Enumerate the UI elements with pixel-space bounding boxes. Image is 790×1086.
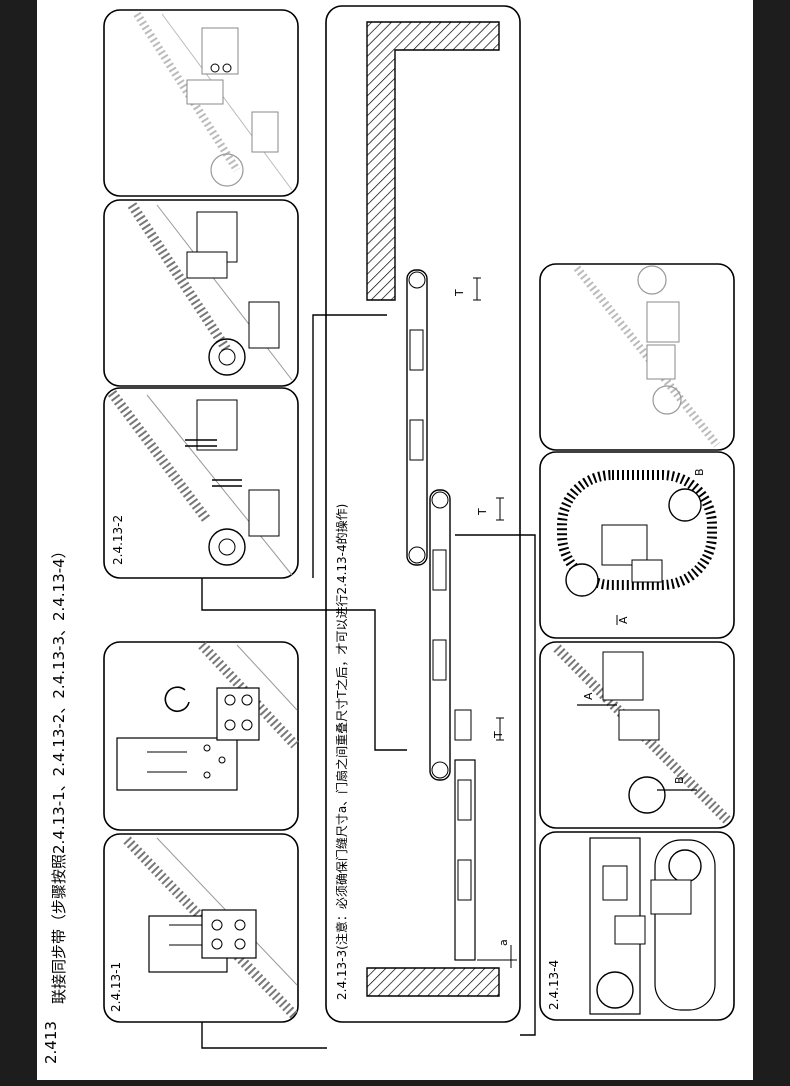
connector-lines [201, 314, 536, 1049]
step-label-2-4-13-4: 2.4.13-4 [547, 959, 561, 1010]
connector-s1 [201, 1022, 327, 1049]
connector-s4 [455, 534, 536, 1036]
step-2-4-13-2b-panel [103, 199, 299, 387]
section-a-b-lower-panel [539, 641, 735, 829]
installation-drawing [103, 5, 735, 1049]
manual-page: 2.413 联接同步带（步骤按照2.4.13-1、2.4.13-2、2.4.13… [37, 0, 753, 1080]
step-label-2-4-13-2: 2.4.13-2 [111, 514, 125, 565]
sash-1 [406, 269, 428, 566]
rotate-arrow-icon [164, 686, 190, 712]
step-label-2-4-13-1: 2.4.13-1 [109, 961, 123, 1012]
connector-s2c [312, 314, 387, 578]
dimension-gap-a: a [497, 939, 510, 946]
step-2-4-13-1b-panel [103, 641, 299, 831]
sash-2 [429, 489, 451, 781]
step-2-4-13-3-panel [325, 5, 521, 1023]
section-a-lower: A [582, 692, 595, 700]
section-b-upper: B [693, 468, 706, 476]
dimension-t-middle: T [476, 508, 489, 515]
upper-wall-hatch [366, 21, 500, 301]
step-2-4-13-2c-panel [103, 9, 299, 197]
connector-s2 [201, 578, 407, 751]
step-2-4-13-1-panel [103, 833, 299, 1023]
dimension-t-top: T [453, 289, 466, 296]
lower-wall-hatch [366, 967, 500, 997]
section-a-b-upper-panel [539, 451, 735, 639]
section-number: 2.413 [42, 1021, 60, 1064]
dimension-t-bottom: T [492, 731, 505, 738]
section-a-upper: A [617, 616, 630, 624]
step-2-4-13-4-panel [539, 831, 735, 1021]
step-note-2-4-13-3: 2.4.13-3(注意：必须确保门缝尺寸a、门扇之间重叠尺寸T之后，才可以进行2… [335, 503, 349, 1000]
step-2-4-13-4b-panel [539, 263, 735, 451]
step-2-4-13-2-panel [103, 387, 299, 579]
section-b-lower: B [673, 776, 686, 784]
section-title: 联接同步带（步骤按照2.4.13-1、2.4.13-2、2.4.13-3、2.4… [50, 543, 68, 1004]
